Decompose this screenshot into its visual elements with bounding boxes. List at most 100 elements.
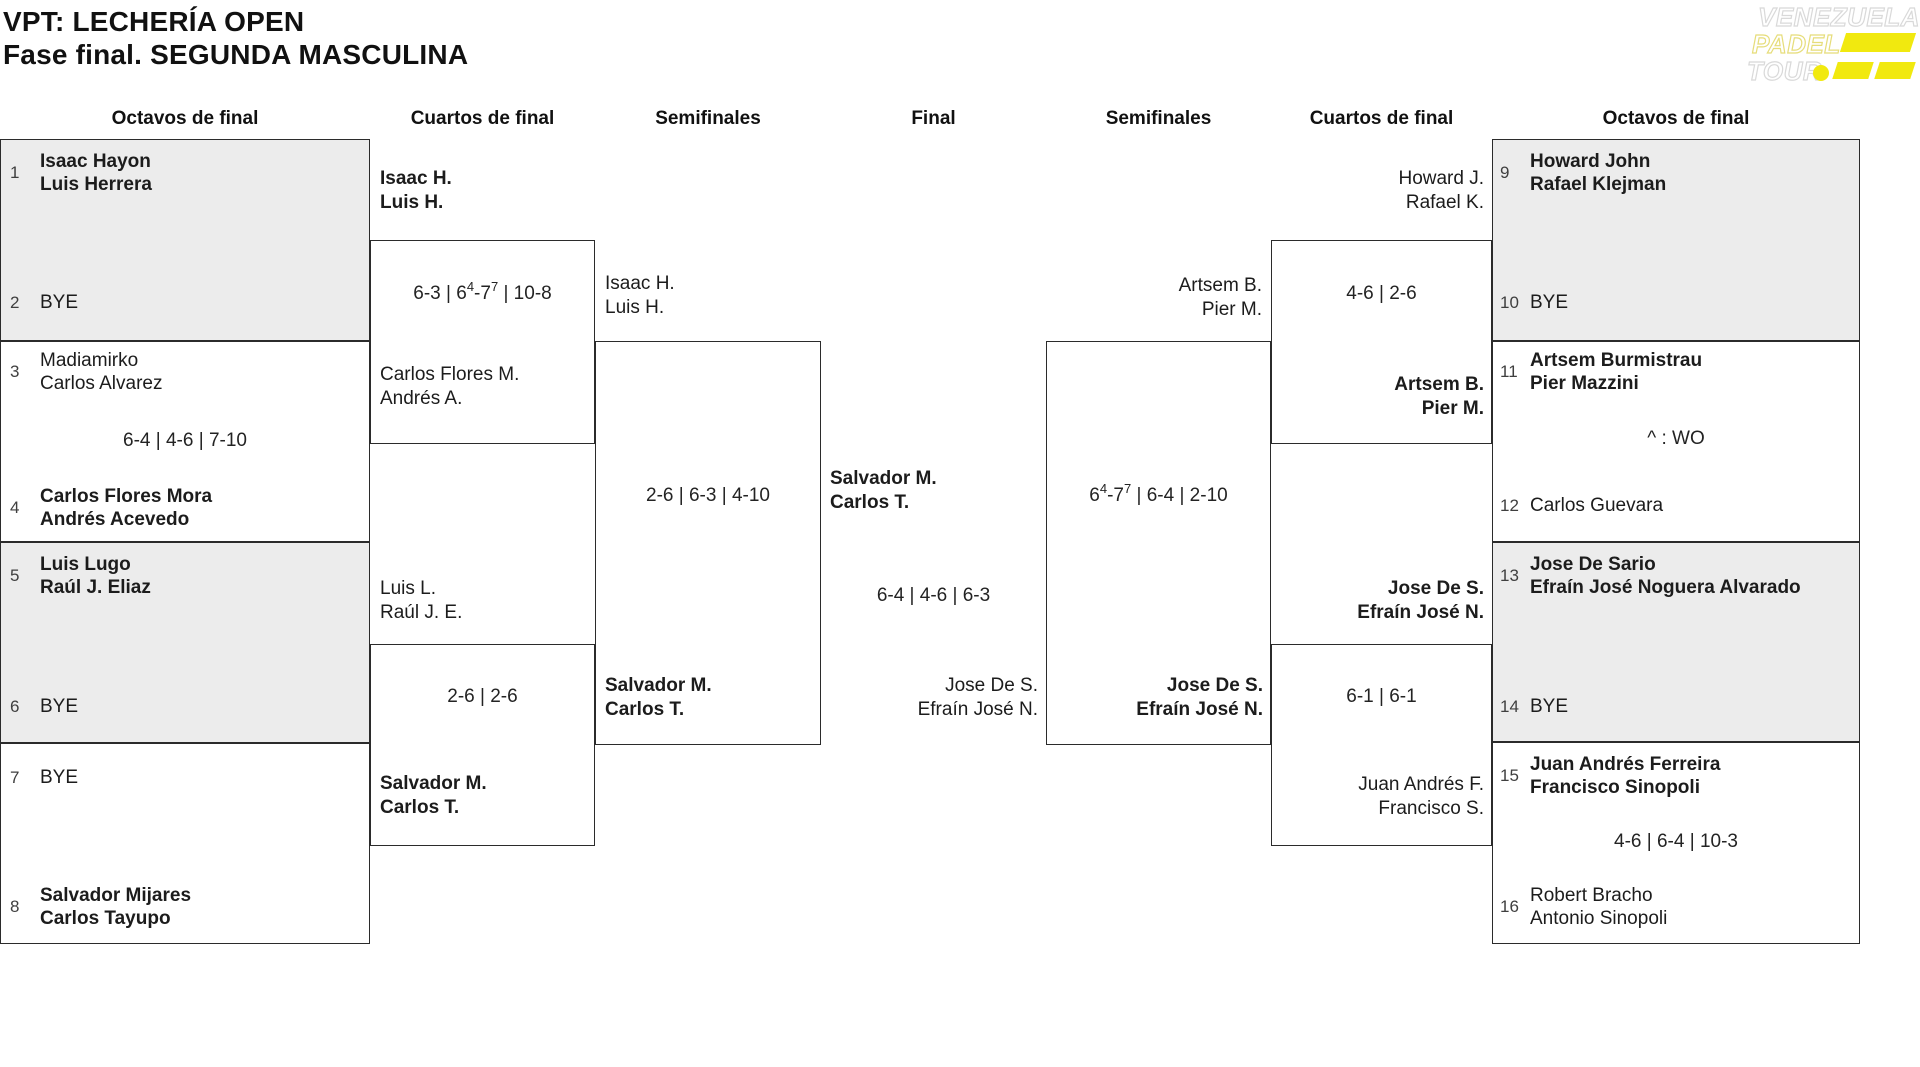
cuartos-right-2-bottom-team: Juan Andrés F.Francisco S. — [1284, 773, 1484, 821]
logo-text-padel: PADEL — [1751, 29, 1841, 59]
page-title: VPT: LECHERÍA OPEN — [3, 6, 305, 37]
cuartos-left-1-bottom-team: Carlos Flores M.Andrés A. — [380, 363, 519, 411]
match-score-cuartos-left-2: 2-6 | 2-6 — [447, 686, 518, 707]
seed-number: 13 — [1500, 566, 1519, 585]
player-name: Francisco Sinopoli — [1530, 777, 1700, 798]
team-name: Raúl J. E. — [380, 602, 463, 623]
match-score-semifinal-left: 2-6 | 6-3 | 4-10 — [646, 485, 770, 506]
seed-number: 5 — [10, 566, 20, 585]
round-header-cuartos-right: Cuartos de final — [1309, 108, 1454, 129]
bye-label: BYE — [40, 292, 79, 313]
player-name: Carlos Tayupo — [40, 908, 171, 929]
cuartos-left-box-1 — [370, 240, 595, 444]
cuartos-right-box-1 — [1271, 240, 1492, 444]
team-name: Jose De S. — [1166, 675, 1263, 696]
semifinal-right-box — [1046, 341, 1271, 745]
bye-label: BYE — [1530, 696, 1569, 717]
player-name: Andrés Acevedo — [40, 509, 190, 530]
player-name: Raúl J. Eliaz — [40, 577, 151, 598]
team-name: Salvador M. — [380, 773, 487, 794]
seed-number: 14 — [1500, 696, 1519, 716]
team-name: Isaac H. — [380, 168, 452, 189]
cuartos-right-2-top-team: Jose De S. Efraín José N. — [1284, 577, 1484, 625]
team-name: Francisco S. — [1378, 798, 1484, 819]
semifinal-left-bottom-team: Salvador M. Carlos T. — [605, 674, 712, 722]
round-header-octavos-left: Octavos de final — [111, 108, 259, 129]
round-header-semifinales-right: Semifinales — [1105, 108, 1212, 129]
octavos-right-box-3 — [1492, 542, 1860, 742]
team-name: Jose De S. — [1387, 578, 1484, 599]
team-name: Salvador M. — [605, 675, 712, 696]
seed-number: 4 — [10, 498, 20, 517]
logo-bar-icon — [1832, 62, 1874, 79]
player-name: Madiamirko — [40, 350, 139, 371]
logo-text-tour: TOUR — [1746, 56, 1823, 86]
semifinal-right-top-team: Artsem B.Pier M. — [1056, 274, 1262, 322]
team-name: Carlos Flores M. — [380, 364, 520, 385]
match-score-semifinal-right: 64-77 | 6-4 | 2-10 — [1089, 480, 1228, 506]
team-name: Salvador M. — [830, 468, 937, 489]
seed-number: 9 — [1500, 163, 1510, 182]
player-name: Jose De Sario — [1530, 554, 1656, 575]
seed-number: 8 — [10, 897, 20, 916]
logo-bar-icon — [1839, 33, 1917, 52]
seed-number: 16 — [1500, 897, 1519, 916]
player-name: Carlos Alvarez — [40, 373, 163, 394]
logo-dot-icon — [1813, 65, 1829, 81]
cuartos-left-1-top-team: Isaac H.Luis H. — [380, 167, 452, 215]
seed-slot-2: 2 BYE — [10, 291, 78, 314]
team-name: Efraín José N. — [1357, 602, 1484, 623]
team-name: Artsem B. — [1178, 275, 1262, 296]
logo-bar-icon — [1874, 62, 1916, 79]
player-name: Pier Mazzini — [1530, 373, 1639, 394]
match-score-octavos-15-16: 4-6 | 6-4 | 10-3 — [1614, 831, 1738, 852]
seed-number: 6 — [10, 696, 20, 716]
octavos-right-box-4 — [1492, 742, 1860, 944]
cuartos-right-1-bottom-team: Artsem B.Pier M. — [1284, 373, 1484, 421]
cuartos-right-box-2 — [1271, 644, 1492, 846]
player-name: Luis Lugo — [40, 554, 131, 575]
round-header-octavos-right: Octavos de final — [1602, 108, 1750, 129]
player-name: Salvador Mijares — [40, 885, 192, 906]
octavos-left-box-3 — [0, 542, 370, 743]
cuartos-left-2-top-team: Luis L. Raúl J. E. — [380, 577, 462, 625]
semifinal-left-top-team: Isaac H.Luis H. — [605, 272, 675, 320]
final-top-team: Salvador M. Carlos T. — [830, 467, 937, 515]
seed-slot-10: 10 BYE — [1500, 291, 1568, 314]
round-header-semifinales-left: Semifinales — [655, 108, 761, 129]
team-name: Carlos T. — [605, 699, 685, 720]
bye-label: BYE — [1530, 292, 1569, 313]
match-score-final: 6-4 | 4-6 | 6-3 — [876, 585, 991, 606]
octavos-right-box-1 — [1492, 139, 1860, 341]
octavos-left-box-2 — [0, 341, 370, 542]
player-name: Howard John — [1530, 151, 1651, 172]
player-name: Isaac Hayon — [40, 151, 151, 172]
player-name: Carlos Guevara — [1530, 495, 1664, 516]
seed-number: 7 — [10, 767, 20, 787]
team-name: Artsem B. — [1394, 374, 1484, 395]
player-name: Rafael Klejman — [1530, 174, 1667, 195]
team-name: Carlos T. — [830, 492, 910, 513]
seed-slot-12: 12 Carlos Guevara — [1500, 494, 1663, 517]
semifinal-right-bottom-team: Jose De S.Efraín José N. — [1057, 674, 1263, 722]
team-name: Luis L. — [380, 578, 436, 599]
seed-slot-7: 7 BYE — [10, 766, 78, 789]
match-score-cuartos-right-1: 4-6 | 2-6 — [1346, 283, 1417, 304]
octavos-right-box-2 — [1492, 341, 1860, 542]
bye-label: BYE — [40, 767, 79, 788]
seed-number: 15 — [1500, 766, 1519, 785]
page-subtitle: Fase final. SEGUNDA MASCULINA — [3, 39, 469, 70]
semifinal-left-box — [595, 341, 821, 745]
team-name: Efraín José N. — [917, 699, 1038, 720]
cuartos-left-box-2 — [370, 644, 595, 846]
